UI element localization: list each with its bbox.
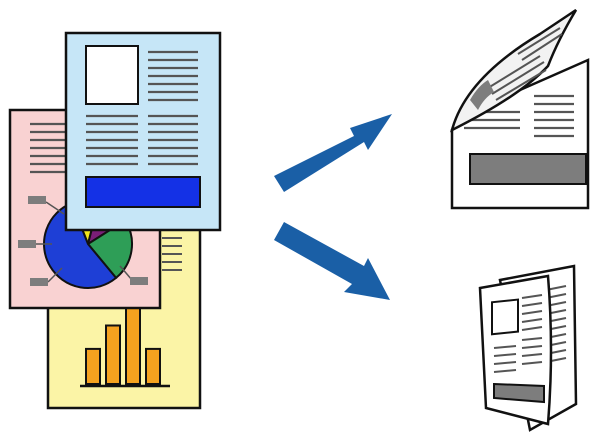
two-sided-sheet-gray-band: [469, 153, 587, 185]
bar-2: [105, 324, 121, 385]
blue-page-left-column: [86, 114, 138, 166]
booklet-image-box: [491, 298, 519, 336]
bar-4: [145, 347, 161, 385]
booklet-front-text-lines: [493, 294, 543, 373]
curled-flap-gray-band: [470, 80, 494, 110]
bar-1: [85, 347, 101, 385]
yellow-page-text-lines: [162, 237, 182, 271]
image-placeholder-box: [85, 45, 139, 105]
pie-slice-4: [43, 201, 118, 289]
pink-page-text-lines: [30, 122, 66, 174]
blue-page-right-column: [148, 114, 198, 166]
two-sided-sheet-text-lines: [464, 94, 574, 138]
arrow-up-right: [274, 114, 392, 192]
arrow-down-right: [274, 222, 390, 300]
two-sided-page-curl-icon: [450, 8, 590, 210]
curled-flap-text-lines: [487, 27, 563, 101]
blue-page-side-text: [148, 50, 198, 102]
folded-booklet-icon: [478, 264, 578, 432]
booklet-gray-band: [493, 382, 545, 404]
bar-3: [125, 305, 141, 385]
pie-chart-callouts: [18, 196, 148, 286]
blue-highlight-band: [85, 176, 201, 208]
blue-text-page: [64, 31, 222, 232]
